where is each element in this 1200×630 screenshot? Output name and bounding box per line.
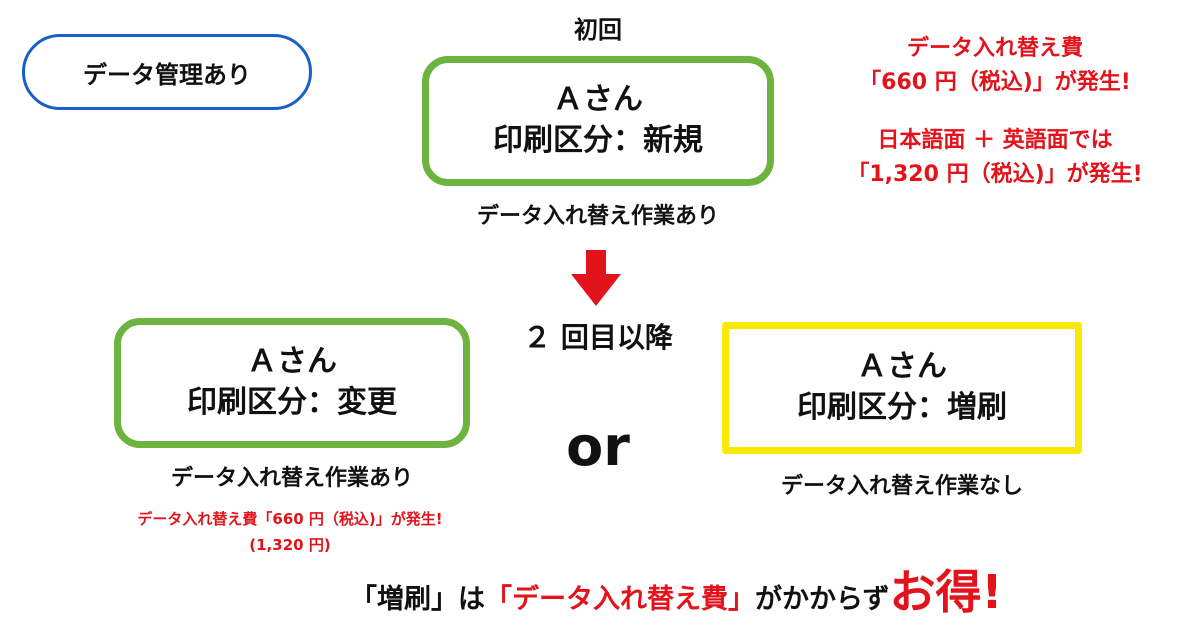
bottom-part2: 「データ入れ替え費」: [485, 584, 755, 615]
first-box: Ａさん 印刷区分：新規: [422, 56, 774, 186]
bottom-part1: 「増刷」は: [350, 584, 485, 615]
fee-note-line1: データ入れ替え費: [906, 36, 1083, 61]
pill-label: データ管理あり: [83, 60, 251, 89]
change-box: Ａさん 印刷区分：変更: [114, 318, 470, 448]
fee-note-line3: 日本語面 ＋ 英語面では: [877, 128, 1113, 154]
or-label: or: [566, 415, 630, 478]
reprint-person: Ａさん: [857, 348, 947, 384]
reprint-category: 印刷区分：増刷: [797, 389, 1007, 425]
first-heading: 初回: [574, 16, 622, 44]
data-management-pill: データ管理あり: [22, 34, 312, 110]
first-caption: データ入れ替え作業あり: [476, 204, 719, 229]
down-arrow-icon: [571, 250, 621, 306]
second-heading: ２ 回目以降: [523, 321, 673, 354]
change-caption: データ入れ替え作業あり: [170, 466, 413, 491]
change-fee-line: データ入れ替え費「660 円（税込)」が発生!: [137, 510, 443, 528]
change-category: 印刷区分：変更: [187, 384, 397, 420]
fee-note: データ入れ替え費 「660 円（税込)」が発生! 日本語面 ＋ 英語面では 「1…: [800, 32, 1190, 192]
bottom-message: 「増刷」は 「データ入れ替え費」 がかからず お得!: [350, 556, 1190, 620]
bottom-part4: お得!: [889, 565, 1003, 619]
fee-note-line2: 「660 円（税込)」が発生!: [859, 70, 1131, 96]
change-fee-sub: (1,320 円): [249, 536, 331, 555]
change-fee-note: データ入れ替え費「660 円（税込)」が発生! (1,320 円): [60, 506, 520, 559]
fee-note-line4: 「1,320 円（税込)」が発生!: [847, 162, 1143, 188]
change-person: Ａさん: [247, 343, 337, 379]
bottom-part3: がかからず: [755, 584, 890, 615]
first-person: Ａさん: [553, 81, 643, 117]
reprint-caption: データ入れ替え作業なし: [780, 474, 1023, 499]
reprint-box: Ａさん 印刷区分：増刷: [722, 322, 1082, 454]
first-category: 印刷区分：新規: [493, 122, 703, 158]
